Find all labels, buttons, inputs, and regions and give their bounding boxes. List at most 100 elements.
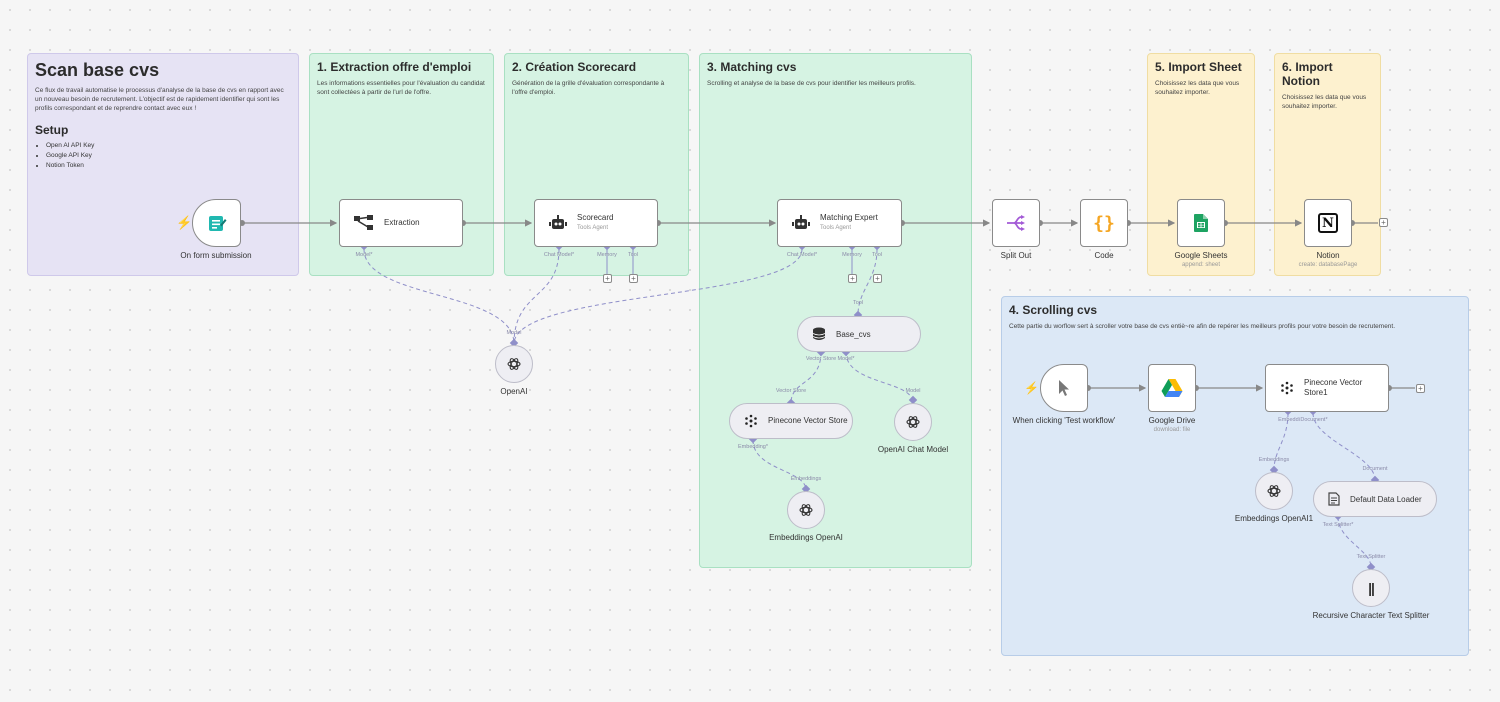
information-extractor-icon xyxy=(354,215,373,230)
sticky-description: Cette partie du worflow sert à scroller … xyxy=(1009,323,1396,330)
sub-connection-line xyxy=(1337,516,1372,568)
port-label: Tool xyxy=(871,252,883,258)
setup-title: Setup xyxy=(35,123,69,137)
setup-list: Open AI API Key Google API Key Notion To… xyxy=(35,141,291,171)
add-memory-button[interactable]: + xyxy=(848,274,857,283)
port-label: Memory xyxy=(842,252,862,258)
sticky-title: 4. Scrolling cvs xyxy=(1009,303,1098,317)
trigger-bolt-icon: ⚡ xyxy=(176,215,193,230)
sub-connection-line xyxy=(1312,412,1376,481)
notion-icon: N xyxy=(1318,213,1338,233)
node-title: Scorecard xyxy=(577,213,614,222)
add-memory-button[interactable]: + xyxy=(603,274,612,283)
setup-item: Open AI API Key xyxy=(46,141,291,151)
port-label: Text Splitter xyxy=(1356,554,1386,560)
node-title: Matching Expert xyxy=(820,213,878,222)
node-base-cvs[interactable]: Base_cvs xyxy=(797,316,921,352)
node-code[interactable]: {} xyxy=(1080,199,1128,247)
openai-icon xyxy=(906,416,920,428)
pinecone-icon xyxy=(745,414,757,428)
sub-connection-line xyxy=(363,248,515,345)
node-label: OpenAI Chat Model xyxy=(877,445,949,454)
trigger-bolt-icon: ⚡ xyxy=(1024,381,1039,395)
split-icon xyxy=(1007,215,1025,231)
sub-connection-line xyxy=(752,439,807,491)
node-form-trigger[interactable] xyxy=(192,199,241,247)
google-drive-icon xyxy=(1161,379,1183,397)
sticky-title: 5. Import Sheet xyxy=(1155,60,1242,74)
database-icon xyxy=(812,327,826,340)
port-label: Model xyxy=(506,330,522,336)
port-label: Tool xyxy=(852,300,864,306)
document-icon xyxy=(1328,492,1340,506)
node-title: Pinecone Vector Store xyxy=(768,416,848,425)
node-embeddings-openai[interactable] xyxy=(787,491,825,529)
node-label: Recursive Character Text Splitter xyxy=(1312,611,1430,620)
port-label: Model* xyxy=(837,356,855,362)
node-title: Base_cvs xyxy=(836,329,871,339)
node-title-block: Matching Expert Tools Agent xyxy=(820,213,878,233)
node-label: Google Sheets xyxy=(1174,251,1228,260)
node-google-sheets[interactable] xyxy=(1177,199,1225,247)
openai-icon xyxy=(1267,485,1281,497)
form-icon xyxy=(208,216,226,231)
node-embeddings-openai1[interactable] xyxy=(1255,472,1293,510)
node-openai-chat-model[interactable] xyxy=(894,403,932,441)
sticky-description: Les informations essentielles pour l'éva… xyxy=(317,80,485,96)
node-google-drive[interactable] xyxy=(1148,364,1196,412)
sticky-title: 6. Import Notion xyxy=(1282,60,1333,88)
sticky-note-matching[interactable]: 3. Matching cvs Scrolling et analyse de … xyxy=(699,53,972,568)
sticky-title: 3. Matching cvs xyxy=(707,60,797,74)
sticky-description: Ce flux de travail automatise le process… xyxy=(35,87,284,112)
add-tool-button[interactable]: + xyxy=(873,274,882,283)
add-tool-button[interactable]: + xyxy=(629,274,638,283)
setup-item: Notion Token xyxy=(46,161,291,171)
sub-connection-line xyxy=(845,351,914,404)
node-pinecone-vector-store1[interactable]: Pinecone Vector Store1 xyxy=(1265,364,1389,412)
port-label: Chat Model* xyxy=(543,252,575,258)
sticky-title: 2. Création Scorecard xyxy=(512,60,637,74)
node-title: Default Data Loader xyxy=(1350,494,1422,504)
node-default-data-loader[interactable]: Default Data Loader xyxy=(1313,481,1437,517)
port-label: Document* xyxy=(1300,417,1328,423)
node-scorecard[interactable]: Scorecard Tools Agent xyxy=(534,199,658,247)
node-label: OpenAI xyxy=(500,387,528,396)
cursor-icon xyxy=(1059,380,1069,396)
openai-icon xyxy=(507,358,521,370)
node-title: Pinecone Vector Store1 xyxy=(1304,378,1363,397)
node-label: Code xyxy=(1094,251,1114,260)
node-split-out[interactable] xyxy=(992,199,1040,247)
sub-connection-line xyxy=(857,248,878,316)
port-label: Embeddi xyxy=(1278,417,1300,423)
node-label: Notion xyxy=(1316,251,1340,260)
node-openai[interactable] xyxy=(495,345,533,383)
sticky-description: Choisissez les data que vous souhaitez i… xyxy=(1282,94,1367,110)
sticky-description: Choisissez les data que vous souhaitez i… xyxy=(1155,80,1240,96)
node-subtitle: Tools Agent xyxy=(577,225,609,231)
port-label: Chat Model* xyxy=(786,252,818,258)
sub-connection-line xyxy=(513,248,560,345)
node-label: Split Out xyxy=(1000,251,1032,260)
port-label: Text Splitter* xyxy=(1322,522,1354,528)
node-sublabel: create: databasePage xyxy=(1298,262,1358,268)
sticky-note-scrolling[interactable]: 4. Scrolling cvs Cette partie du worflow… xyxy=(1001,296,1469,656)
add-node-button[interactable]: + xyxy=(1416,384,1425,393)
node-text-splitter[interactable]: || xyxy=(1352,569,1390,607)
port-label: Embedding* xyxy=(738,444,768,450)
node-label: Google Drive xyxy=(1148,416,1196,425)
node-pinecone-vector-store[interactable]: Pinecone Vector Store xyxy=(729,403,853,439)
setup-item: Google API Key xyxy=(46,151,291,161)
sticky-title: Scan base cvs xyxy=(35,60,160,80)
node-extraction[interactable]: Extraction xyxy=(339,199,463,247)
sticky-description: Scrolling et analyse de la base de cvs p… xyxy=(707,80,916,87)
node-label: On form submission xyxy=(180,251,252,260)
code-icon: {} xyxy=(1093,212,1115,234)
node-label: Embeddings OpenAI xyxy=(769,533,843,542)
node-matching-expert[interactable]: Matching Expert Tools Agent xyxy=(777,199,902,247)
sticky-note-scan-base-cvs[interactable]: Scan base cvs Ce flux de travail automat… xyxy=(27,53,299,276)
add-node-button[interactable]: + xyxy=(1379,218,1388,227)
node-notion[interactable]: N xyxy=(1304,199,1352,247)
google-sheets-icon xyxy=(1194,214,1208,232)
node-manual-trigger[interactable] xyxy=(1040,364,1088,412)
openai-icon xyxy=(799,504,813,516)
